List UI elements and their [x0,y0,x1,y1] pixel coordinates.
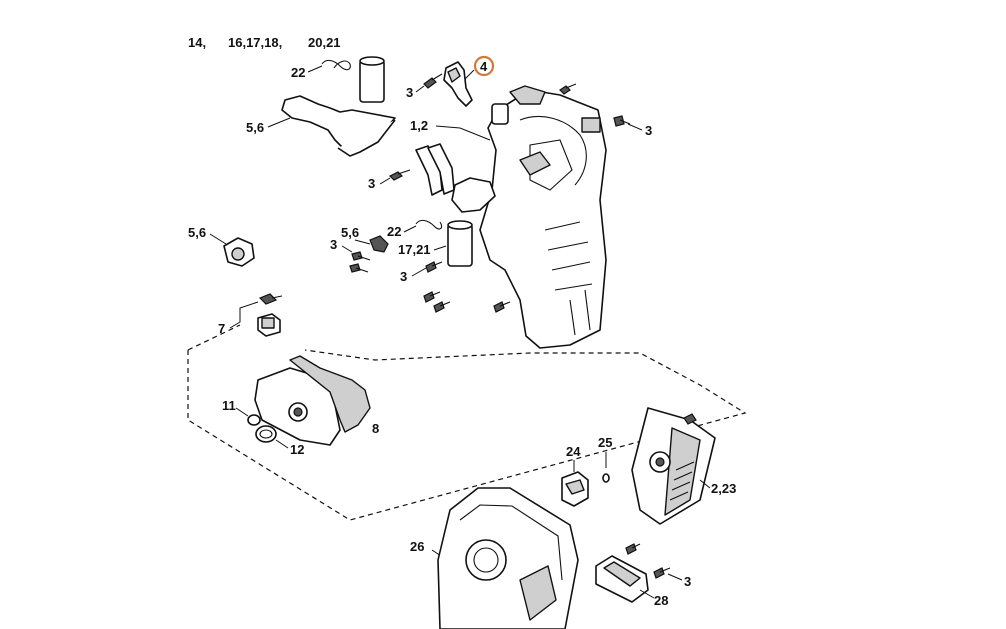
screw-part [423,73,443,89]
assembly-boundary-line-upper [187,324,241,351]
callout-17-21: 17,21 [398,242,431,257]
callout-3-right: 3 [645,123,652,138]
callout-5-6-bracket: 5,6 [246,120,264,135]
choke-lever-part [443,61,473,107]
deflector-plate-part [281,95,396,153]
screw-part-mid [388,169,411,181]
callout-20-21: 20,21 [308,35,341,50]
mount-bracket-part [595,543,671,603]
highlight-circle-4 [473,55,495,77]
pin-part [602,473,610,483]
screw-part-right [613,115,631,127]
callout-4: 4 [480,59,488,74]
screw-part-upper-right [559,83,577,95]
callout-3-lower: 3 [400,269,407,284]
callout-2-23: 2,23 [711,481,736,496]
gasket-part [415,143,455,196]
knob-part [561,471,589,507]
callout-22-mid: 22 [387,224,401,239]
valve-part [257,293,283,337]
callout-1-2: 1,2 [410,118,428,133]
callout-5-6-mid: 5,6 [341,225,359,240]
sealing-ring-part [255,425,277,443]
callout-3-screw-top: 3 [406,85,413,100]
bushing-part [223,237,255,267]
main-housing-part [479,85,607,349]
callout-7: 7 [218,321,225,336]
callout-3-mid: 3 [368,176,375,191]
callout-12: 12 [290,442,304,457]
callout-24: 24 [566,444,581,459]
callout-14: 14, [188,35,206,50]
shroud-cover-part [437,487,579,629]
screw-group-part [423,261,511,313]
callout-16-17-18: 16,17,18, [228,35,282,50]
callout-22-top: 22 [291,65,305,80]
callout-26: 26 [410,539,424,554]
callout-5-6-left: 5,6 [188,225,206,240]
callout-8: 8 [372,421,379,436]
callout-11: 11 [222,398,236,413]
o-ring-part [247,414,261,426]
filter-cover-part [631,407,716,525]
cylinder-sleeve-part-mid [447,220,473,267]
screw-pair-part [349,251,371,273]
cylinder-sleeve-part [359,56,385,103]
callout-25: 25 [598,435,612,450]
air-filter-housing-part [254,355,371,446]
intake-elbow-part [451,177,496,213]
assembly-boundary-line [187,349,747,521]
callout-3-left-mid: 3 [330,237,337,252]
spring-clip-part [321,59,351,71]
spring-clip-part-mid [415,219,443,230]
clip-part [369,235,389,253]
callout-28: 28 [654,593,668,608]
callout-3-bottom: 3 [684,574,691,589]
